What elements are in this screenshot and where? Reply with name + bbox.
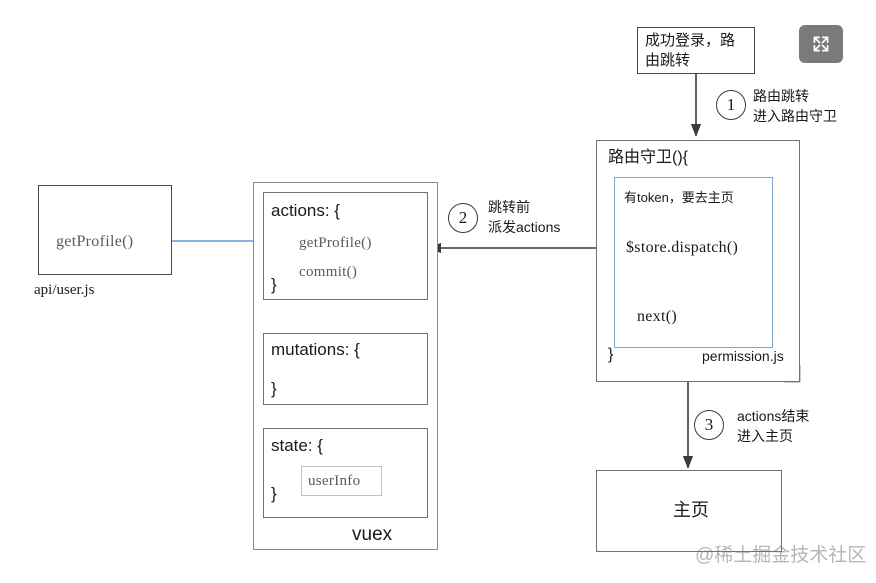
vuex-actions-box	[263, 192, 428, 300]
mutations-header: mutations: {	[271, 340, 360, 359]
home-page-label: 主页	[673, 500, 709, 520]
guard-inner-block	[614, 177, 773, 348]
step-2-badge: 2	[448, 203, 478, 233]
vuex-mutations-box	[263, 333, 428, 405]
step-2-line2: 派发actions	[488, 219, 561, 235]
step-3-line2: 进入主页	[737, 428, 793, 444]
fullscreen-button[interactable]	[799, 25, 843, 63]
step-3-badge: 3	[694, 410, 724, 440]
api-user-box	[38, 185, 172, 275]
mutations-close-brace: }	[271, 379, 277, 398]
api-user-caption: api/user.js	[34, 282, 95, 298]
vuex-label: vuex	[352, 524, 393, 545]
step-1-line2: 进入路由守卫	[753, 108, 837, 124]
actions-getprofile-call: getProfile()	[299, 235, 372, 251]
state-userinfo-label: userInfo	[308, 473, 361, 489]
step-1-line1: 路由跳转	[753, 88, 809, 104]
actions-close-brace: }	[271, 275, 277, 294]
watermark: @稀土掘金技术社区	[695, 545, 867, 566]
login-success-line2: 由跳转	[645, 52, 691, 69]
home-page-box	[596, 470, 782, 552]
permission-js-caption: permission.js	[702, 348, 784, 364]
guard-close-brace: }	[608, 346, 614, 363]
login-success-line1: 成功登录，路	[645, 32, 736, 49]
guard-dispatch-call: $store.dispatch()	[626, 239, 739, 256]
step-1-badge: 1	[716, 90, 746, 120]
guard-next-call: next()	[637, 308, 678, 325]
guard-comment: 有token，要去主页	[624, 190, 734, 205]
guard-header: 路由守卫(){	[608, 149, 689, 166]
actions-commit-call: commit()	[299, 264, 358, 280]
step-3-line1: actions结束	[737, 408, 810, 424]
actions-header: actions: {	[271, 201, 340, 220]
state-userinfo-box	[301, 466, 382, 496]
state-header: state: {	[271, 436, 323, 455]
state-close-brace: }	[271, 484, 277, 503]
expand-icon	[813, 36, 829, 52]
login-success-box	[637, 27, 755, 74]
api-getprofile-call: getProfile()	[56, 233, 134, 250]
step-2-line1: 跳转前	[488, 199, 530, 215]
